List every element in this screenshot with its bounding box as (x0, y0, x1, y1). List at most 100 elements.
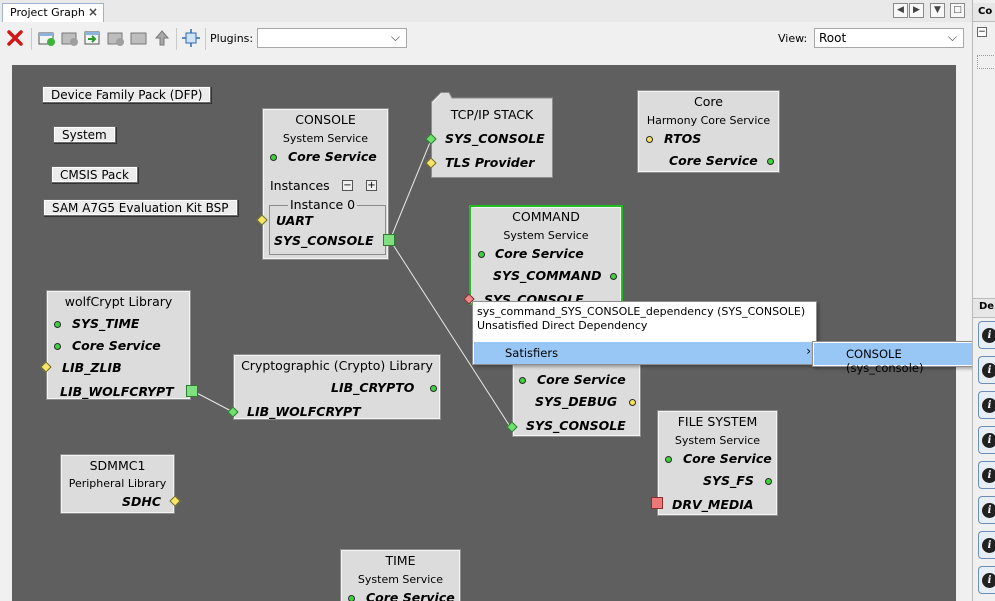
info-icon: i (982, 573, 995, 588)
component-command[interactable]: COMMAND System Service Core Service SYS_… (469, 205, 623, 307)
submenu-arrow-icon: › (806, 344, 811, 358)
capability-sys-debug: SYS_DEBUG (535, 394, 618, 409)
dependency-uart: UART (276, 213, 313, 228)
connected-indicator-icon (430, 385, 437, 392)
info-button[interactable]: i (978, 426, 995, 454)
component-title: CONSOLE (295, 112, 356, 127)
close-icon[interactable]: × (87, 5, 98, 19)
info-button[interactable]: i (978, 356, 995, 384)
toolbar-separator (31, 28, 32, 50)
collapse-icon[interactable] (130, 29, 148, 47)
component-time[interactable]: TIME System Service Core Service (340, 549, 461, 601)
component-sdmmc1[interactable]: SDMMC1 Peripheral Library SDHC (60, 454, 175, 514)
remove-instance-button[interactable]: − (342, 180, 353, 191)
view-value: Root (819, 31, 847, 45)
capability-sys-command: SYS_COMMAND (493, 268, 602, 283)
dependency-sys-console: SYS_CONSOLE (445, 131, 545, 146)
pill-dfp[interactable]: Device Family Pack (DFP) (42, 86, 212, 103)
satisfied-capability-icon[interactable] (383, 234, 395, 246)
project-graph-canvas[interactable]: Device Family Pack (DFP) System CMSIS Pa… (12, 65, 956, 601)
tab-project-graph[interactable]: Project Graph × (2, 3, 104, 22)
capability-core-service: Core Service (288, 149, 377, 164)
tab-label: Project Graph (10, 6, 85, 19)
component-crypto[interactable]: Cryptographic (Crypto) Library LIB_CRYPT… (233, 354, 441, 420)
connection-lines (192, 139, 512, 429)
pill-bsp[interactable]: SAM A7G5 Evaluation Kit BSP (43, 199, 238, 216)
component-console[interactable]: CONSOLE System Service Core Service Inst… (262, 108, 389, 260)
add-group-icon[interactable] (38, 29, 56, 47)
component-title: COMMAND (512, 209, 580, 224)
pill-system[interactable]: System (53, 126, 116, 143)
panel-tab[interactable]: Co (973, 3, 995, 22)
component-title: TCP/IP STACK (450, 107, 534, 122)
component-subtitle: System Service (503, 229, 589, 242)
component-tcpip-stack[interactable]: TCP/IP STACK SYS_CONSOLE TLS Provider (431, 98, 553, 178)
tree-root-node[interactable] (977, 55, 995, 69)
component-subtitle: Peripheral Library (68, 477, 167, 490)
scroll-left-icon[interactable]: ◀ (893, 3, 908, 18)
move-into-group-icon[interactable] (84, 29, 102, 47)
arrow-up-icon[interactable] (153, 29, 171, 47)
component-title: Cryptographic (Crypto) Library (241, 358, 433, 373)
scroll-right-icon[interactable]: ▶ (909, 3, 924, 18)
menu-item-console-satisfier[interactable]: CONSOLE (sys_console) (814, 343, 982, 375)
add-instance-button[interactable]: + (366, 180, 377, 191)
dependency-name: sys_command_SYS_CONSOLE_dependency (SYS_… (477, 305, 806, 318)
info-button[interactable]: i (978, 461, 995, 489)
plugins-dropdown[interactable]: ⌵ (257, 28, 407, 48)
info-button[interactable]: i (978, 391, 995, 419)
capability-core-service: Core Service (366, 590, 455, 601)
auto-arrange-icon[interactable] (182, 29, 200, 47)
dependency-drv-media: DRV_MEDIA (672, 497, 754, 512)
info-button[interactable]: i (978, 321, 995, 349)
panel-tab-label: Co (978, 6, 993, 17)
dependency-sys-time: SYS_TIME (72, 316, 140, 331)
move-out-group-icon[interactable] (107, 29, 125, 47)
info-icon: i (982, 503, 995, 518)
satisfied-capability-icon[interactable] (186, 385, 198, 397)
menu-item-label: Satisfiers (505, 346, 559, 360)
connected-indicator-icon (765, 478, 772, 485)
menu-item-satisfiers[interactable]: Satisfiers › (474, 342, 815, 364)
component-subtitle: System Service (674, 434, 761, 447)
pill-cmsis[interactable]: CMSIS Pack (51, 166, 138, 183)
unsatisfied-dependency-icon[interactable] (651, 497, 663, 509)
info-icon: i (982, 328, 995, 343)
info-icon: i (982, 433, 995, 448)
component-title: Core (694, 94, 723, 109)
component-core[interactable]: Core Harmony Core Service RTOS Core Serv… (637, 90, 780, 173)
dependency-rtos: RTOS (664, 131, 702, 146)
info-button[interactable]: i (978, 531, 995, 559)
maximize-icon[interactable]: □ (950, 3, 965, 18)
optional-indicator-icon (629, 399, 636, 406)
capability-core-service: Core Service (683, 451, 772, 466)
component-title: FILE SYSTEM (677, 414, 758, 429)
capability-core-service: Core Service (669, 153, 758, 168)
panel-tab[interactable]: De (973, 298, 995, 318)
connection-wolfcrypt-crypto (192, 390, 234, 413)
info-button[interactable]: i (978, 566, 995, 594)
view-dropdown[interactable]: Root ⌵ (814, 28, 964, 48)
dependency-sys-console: SYS_CONSOLE (526, 418, 626, 433)
capability-sys-fs: SYS_FS (703, 473, 754, 488)
component-file-system[interactable]: FILE SYSTEM System Service Core Service … (657, 410, 778, 516)
satisfiers-submenu: CONSOLE (sys_console) (812, 341, 984, 375)
menu-item-label: CONSOLE (sys_console) (846, 347, 924, 375)
view-label: View: (778, 32, 808, 45)
dependency-context-menu: sys_command_SYS_CONSOLE_dependency (SYS_… (472, 301, 817, 365)
info-icon: i (982, 363, 995, 378)
toolbar-separator (205, 28, 206, 50)
connected-indicator-icon (54, 321, 61, 328)
dependency-lib-wolfcrypt: LIB_WOLFCRYPT (247, 404, 361, 419)
component-wolfcrypt[interactable]: wolfCrypt Library SYS_TIME Core Service … (46, 290, 191, 400)
connected-indicator-icon (519, 377, 526, 384)
instance-label: Instance 0 (288, 197, 358, 212)
remove-group-icon[interactable] (61, 29, 79, 47)
menu-dropdown-icon[interactable]: ▼ (930, 3, 945, 18)
connected-indicator-icon (348, 595, 355, 601)
collapse-icon[interactable]: − (977, 27, 987, 37)
capability-core-service: Core Service (537, 372, 626, 387)
component-debug[interactable]: Core Service SYS_DEBUG SYS_CONSOLE (512, 357, 641, 437)
info-button[interactable]: i (978, 496, 995, 524)
delete-icon[interactable] (6, 29, 24, 47)
